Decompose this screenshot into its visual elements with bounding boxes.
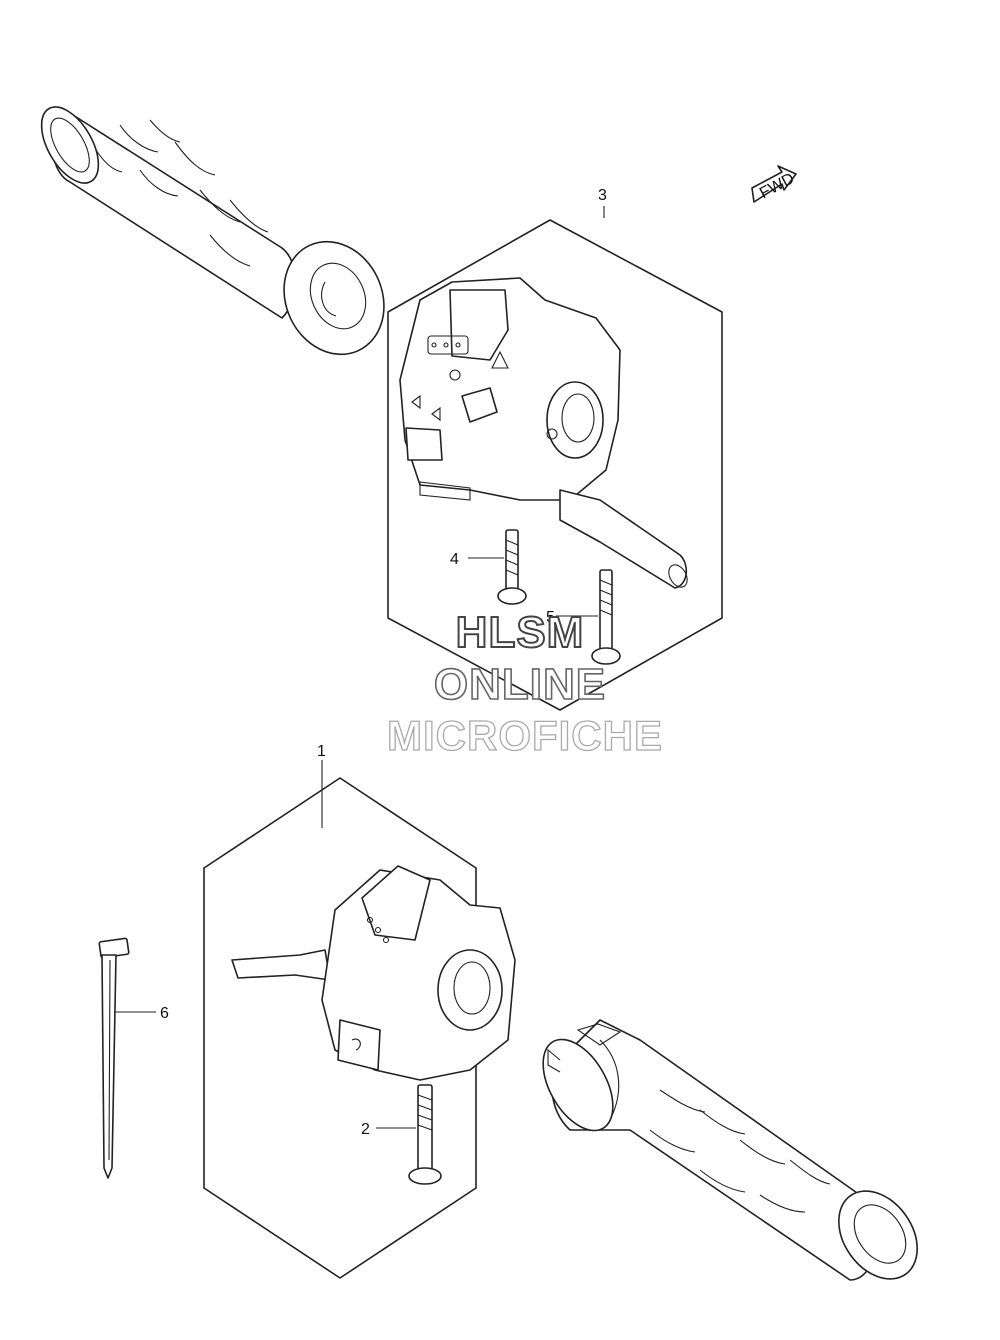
kit-outline-3 [387, 219, 723, 711]
right-handlebar-switch[interactable] [399, 277, 691, 590]
watermark-line-1: HLSM [455, 607, 585, 658]
callout-2[interactable]: 2 [361, 1121, 370, 1138]
callout-6[interactable]: 6 [160, 1005, 169, 1022]
callout-1[interactable]: 1 [317, 743, 326, 760]
screw-4[interactable] [497, 529, 527, 605]
callout-3[interactable]: 3 [598, 187, 607, 204]
cable-tie-6[interactable] [98, 937, 130, 1179]
fwd-arrow-icon: FWD [751, 165, 797, 203]
callout-4[interactable]: 4 [450, 551, 459, 568]
callout-5[interactable]: 5 [546, 609, 555, 626]
left-handlebar-switch[interactable] [231, 865, 516, 1081]
left-grip-upper[interactable] [30, 98, 402, 371]
watermark-line-3: MICROFICHE [386, 711, 663, 759]
screw-2[interactable] [408, 1084, 442, 1185]
throttle-grip-lower[interactable] [529, 1019, 934, 1294]
screw-5[interactable] [591, 569, 621, 665]
kit-outline-1 [203, 777, 477, 1279]
watermark-line-2: ONLINE [433, 659, 607, 710]
